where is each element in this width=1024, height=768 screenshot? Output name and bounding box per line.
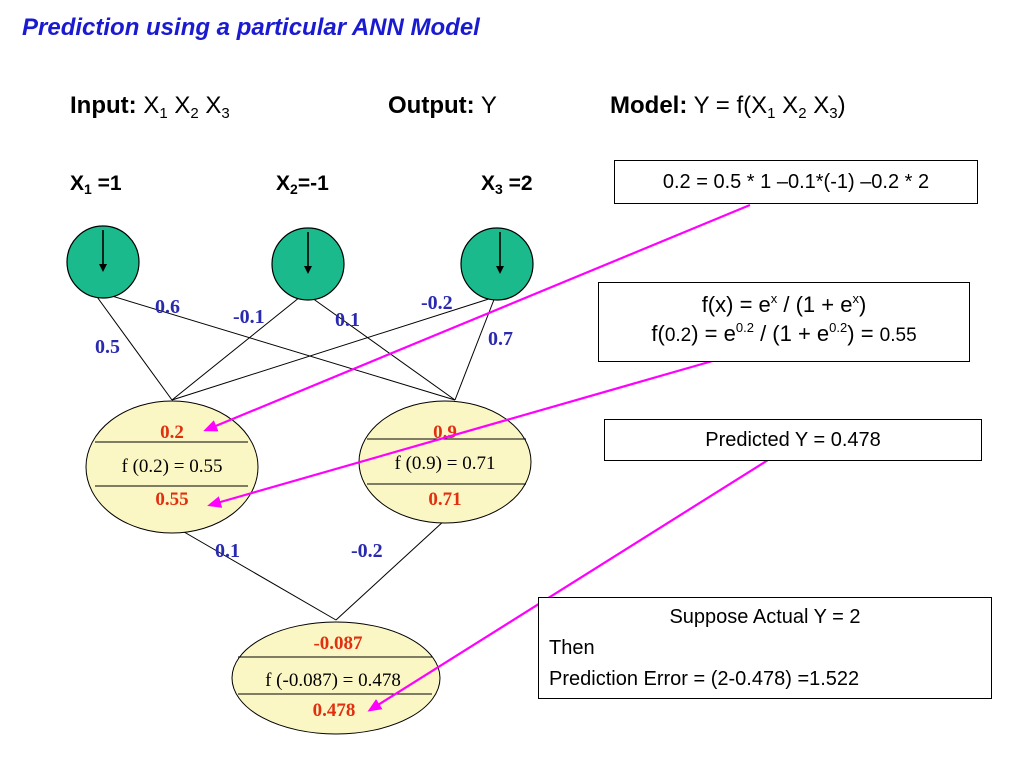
x1-label: X1 =1 xyxy=(70,172,122,197)
x3-label: X3 =2 xyxy=(481,172,533,197)
edge-x1-h1 xyxy=(91,289,173,401)
output-sum: -0.087 xyxy=(313,633,363,654)
actual-line: Suppose Actual Y = 2 xyxy=(669,606,861,628)
input-connections xyxy=(91,289,496,401)
weight-x1-h1: 0.5 xyxy=(95,336,120,358)
input-node-x3 xyxy=(460,227,534,301)
output-header: Output: Y xyxy=(388,92,497,119)
x2-label: X2=-1 xyxy=(276,172,329,197)
hidden2-sum: 0.9 xyxy=(433,422,457,443)
input-header: Input: X1 X2 X3 xyxy=(70,92,230,122)
predicted-box: Predicted Y = 0.478 xyxy=(604,419,982,461)
model-header: Model: Y = f(X1 X2 X3) xyxy=(610,92,846,122)
weight-h2-out: -0.2 xyxy=(351,540,383,562)
hidden-connections xyxy=(171,519,446,621)
weight-x1-h2: 0.6 xyxy=(155,296,180,318)
edge-x1-h2 xyxy=(91,289,456,401)
sigmoid-example: f(0.2) = e0.2 / (1 + e0.2) = 0.55 xyxy=(651,320,917,346)
arrow-predicted-to-output xyxy=(367,459,769,712)
calculation-box: 0.2 = 0.5 * 1 –0.1*(-1) –0.2 * 2 xyxy=(614,160,978,204)
page-title: Prediction using a particular ANN Model xyxy=(22,14,480,41)
arrow-func-to-out xyxy=(207,358,717,508)
weight-h1-out: 0.1 xyxy=(215,540,240,562)
hidden2-func: f (0.9) = 0.71 xyxy=(395,453,496,474)
output-node: -0.087 f (-0.087) = 0.478 0.478 xyxy=(231,621,441,735)
hidden-node-1: 0.2 f (0.2) = 0.55 0.55 xyxy=(85,400,259,534)
edge-h2-out xyxy=(335,519,446,621)
then-line: Then xyxy=(549,637,595,659)
arrow-calc-to-sum xyxy=(203,203,751,432)
edge-h1-out xyxy=(171,524,337,621)
weight-x2-h2: 0.1 xyxy=(335,309,360,331)
edge-x2-h2 xyxy=(304,292,456,401)
error-box: Suppose Actual Y = 2 Then Prediction Err… xyxy=(538,597,992,699)
hidden1-sum: 0.2 xyxy=(160,422,184,443)
sigmoid-definition: f(x) = ex / (1 + ex) xyxy=(701,291,867,317)
weight-x3-h2: 0.7 xyxy=(488,328,513,350)
annotation-arrows xyxy=(203,203,769,712)
hidden1-func: f (0.2) = 0.55 xyxy=(122,456,223,477)
hidden1-out: 0.55 xyxy=(155,489,188,510)
output-out: 0.478 xyxy=(313,700,356,721)
hidden2-out: 0.71 xyxy=(428,489,461,510)
sigmoid-box: f(x) = ex / (1 + ex) f(0.2) = e0.2 / (1 … xyxy=(598,282,970,362)
output-func: f (-0.087) = 0.478 xyxy=(265,670,401,691)
weight-x2-h1: -0.1 xyxy=(233,306,265,328)
weight-x3-h1: -0.2 xyxy=(421,292,453,314)
edge-x3-h1 xyxy=(171,296,496,401)
edge-x2-h1 xyxy=(171,292,306,401)
error-line: Prediction Error = (2-0.478) =1.522 xyxy=(549,668,860,690)
